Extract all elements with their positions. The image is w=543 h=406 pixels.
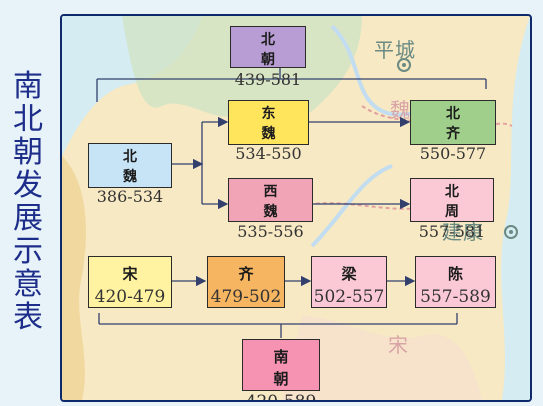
node-years: 534-550 bbox=[235, 144, 302, 163]
node-years: 420-479 bbox=[94, 287, 166, 307]
node-years: 420-589 bbox=[245, 392, 317, 402]
node-name: 北 齐 bbox=[446, 106, 474, 142]
node-name: 陈 bbox=[447, 265, 477, 283]
title-char: 意 bbox=[13, 267, 43, 302]
node-beiwei: 北 魏 386-534 bbox=[88, 143, 172, 206]
node-years: 386-534 bbox=[96, 187, 164, 206]
node-name: 北 魏 bbox=[123, 149, 151, 185]
city-marker-icon bbox=[397, 58, 411, 72]
node-years: 535-556 bbox=[237, 222, 304, 241]
node-years: 550-577 bbox=[419, 144, 487, 163]
song-map-text: 宋 bbox=[388, 333, 409, 357]
title-char: 南 bbox=[13, 69, 43, 104]
jiankang-text: 建康 bbox=[442, 220, 484, 244]
node-name: 北 周 bbox=[445, 184, 473, 220]
title-char: 展 bbox=[13, 201, 43, 236]
title-char: 朝 bbox=[13, 135, 43, 170]
node-song: 宋 420-479 bbox=[88, 256, 172, 308]
node-qi: 齐 479-502 bbox=[207, 256, 285, 308]
node-name: 齐 bbox=[238, 265, 268, 283]
node-years: 557-581 bbox=[418, 222, 486, 241]
node-beizhou: 北 周 557-581 bbox=[410, 178, 494, 241]
pingcheng-text: 平城 bbox=[374, 38, 416, 62]
node-xiwei: 西 魏 535-556 bbox=[228, 178, 313, 241]
node-dongwei: 东 魏 534-550 bbox=[228, 100, 309, 163]
map-label-pingcheng: 平城 bbox=[374, 34, 416, 63]
node-name: 南 朝 bbox=[273, 348, 303, 388]
node-beiqi: 北 齐 550-577 bbox=[410, 100, 496, 163]
node-name: 北 朝 bbox=[261, 32, 289, 68]
title-char: 示 bbox=[13, 234, 43, 269]
node-years: 479-502 bbox=[210, 287, 282, 307]
node-years: 502-557 bbox=[313, 287, 385, 307]
title-char: 发 bbox=[13, 168, 43, 203]
node-name: 西 魏 bbox=[263, 184, 292, 220]
map-panel: 平城 建康 宋 魏 bbox=[60, 14, 532, 402]
node-name: 东 魏 bbox=[261, 106, 290, 142]
node-nanchao: 南 朝 420-589 bbox=[242, 339, 320, 400]
wei-map-text: 魏 bbox=[390, 98, 411, 122]
node-chen: 陈 557-589 bbox=[415, 256, 496, 308]
title-char: 北 bbox=[13, 102, 43, 137]
map-label-wei: 魏 bbox=[390, 94, 411, 123]
title-char: 表 bbox=[13, 300, 43, 335]
vertical-title: 南 北 朝 发 展 示 意 表 bbox=[10, 70, 46, 334]
node-years: 439-581 bbox=[234, 70, 302, 89]
node-name: 宋 bbox=[122, 265, 152, 283]
node-liang: 梁 502-557 bbox=[311, 256, 387, 308]
city-marker-icon bbox=[504, 225, 518, 239]
node-beichao: 北 朝 439-581 bbox=[230, 26, 306, 89]
node-years: 557-589 bbox=[420, 287, 491, 307]
map-label-jiankang: 建康 bbox=[442, 216, 484, 245]
node-name: 梁 bbox=[341, 265, 371, 283]
map-label-song: 宋 bbox=[388, 329, 409, 358]
